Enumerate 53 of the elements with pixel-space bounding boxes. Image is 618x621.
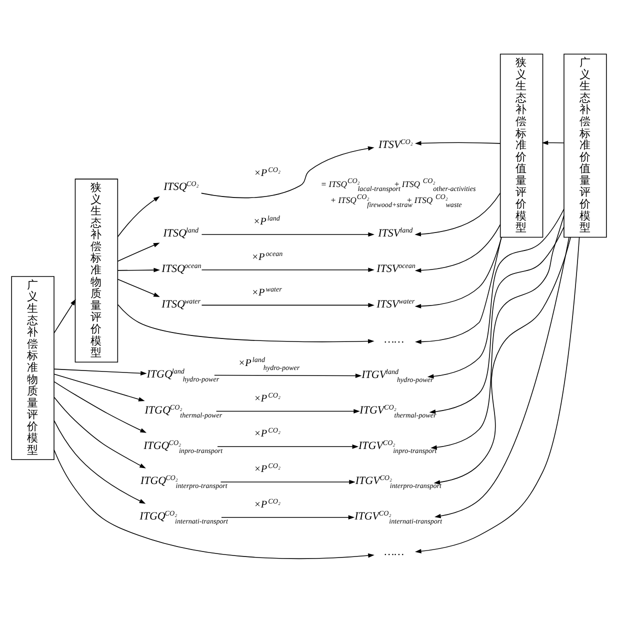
edge-label: ×P$^{CO₂}$ xyxy=(254,426,280,440)
arrow xyxy=(201,232,374,237)
arrow xyxy=(201,268,374,272)
arrow xyxy=(54,450,374,560)
arrow xyxy=(414,192,501,236)
edge-label: ×P$^{ocean}$ xyxy=(252,250,283,263)
arrow xyxy=(214,374,362,378)
arrow xyxy=(414,237,580,554)
arrow xyxy=(216,409,360,414)
arrow xyxy=(414,141,501,146)
arrow xyxy=(54,396,146,468)
node-text: …… xyxy=(384,546,404,558)
node-box: 狭义生态补偿标准物质量评价模型 xyxy=(74,178,118,363)
edge-label: ×P$^{CO₂}$ xyxy=(254,166,280,179)
node-text: ITSV$^{CO₂}$ xyxy=(378,138,413,151)
arrow xyxy=(117,304,374,344)
node-text: ITSQ$^{ocean}$ xyxy=(162,262,202,275)
arrow xyxy=(54,374,145,402)
arrow xyxy=(54,368,147,376)
arrow xyxy=(217,444,359,449)
arrow xyxy=(117,268,160,272)
arrow xyxy=(427,208,564,379)
edge-label: ×P$^{water}$ xyxy=(252,285,282,298)
edge-label: ×P$^{CO₂}$ xyxy=(254,497,280,510)
node-text: ITSV$^{land}$ xyxy=(378,226,413,240)
arrow xyxy=(429,226,564,414)
node-text: ITSV$^{ocean}$ xyxy=(376,262,416,275)
arrow xyxy=(430,215,564,450)
node-text: ITSV$^{water}$ xyxy=(376,297,415,310)
arrow xyxy=(54,381,147,433)
arrow xyxy=(220,480,356,484)
edge-label: ×P$^{CO₂}$ xyxy=(254,391,280,404)
node-text: ITSQ$^{land}$ xyxy=(163,226,199,240)
arrow xyxy=(54,420,146,504)
node-box: 广义生态补偿标准物质量评价模型 xyxy=(11,276,54,460)
arrow xyxy=(117,278,160,298)
node-box: 广义生态补偿标准价值量评价模型 xyxy=(564,54,607,238)
arrow xyxy=(542,140,564,145)
arrow xyxy=(414,224,501,273)
node-text: …… xyxy=(384,334,404,346)
node-text: ITSQ$^{water}$ xyxy=(162,297,201,310)
edge-label: ×P$^{CO₂}$ xyxy=(254,462,280,476)
node-text: ITSQ$^{CO₂}$ xyxy=(164,180,199,194)
arrow xyxy=(201,303,374,308)
arrow xyxy=(221,515,355,520)
arrow xyxy=(117,196,160,238)
arrow xyxy=(200,146,374,198)
edge-label: ×P$^{land}$ xyxy=(253,214,280,228)
node-box: 狭义生态补偿标准价值量评价模型 xyxy=(500,54,544,238)
arrow xyxy=(414,237,502,308)
arrow xyxy=(117,242,160,262)
arrow xyxy=(54,298,76,334)
arrow xyxy=(415,236,502,344)
